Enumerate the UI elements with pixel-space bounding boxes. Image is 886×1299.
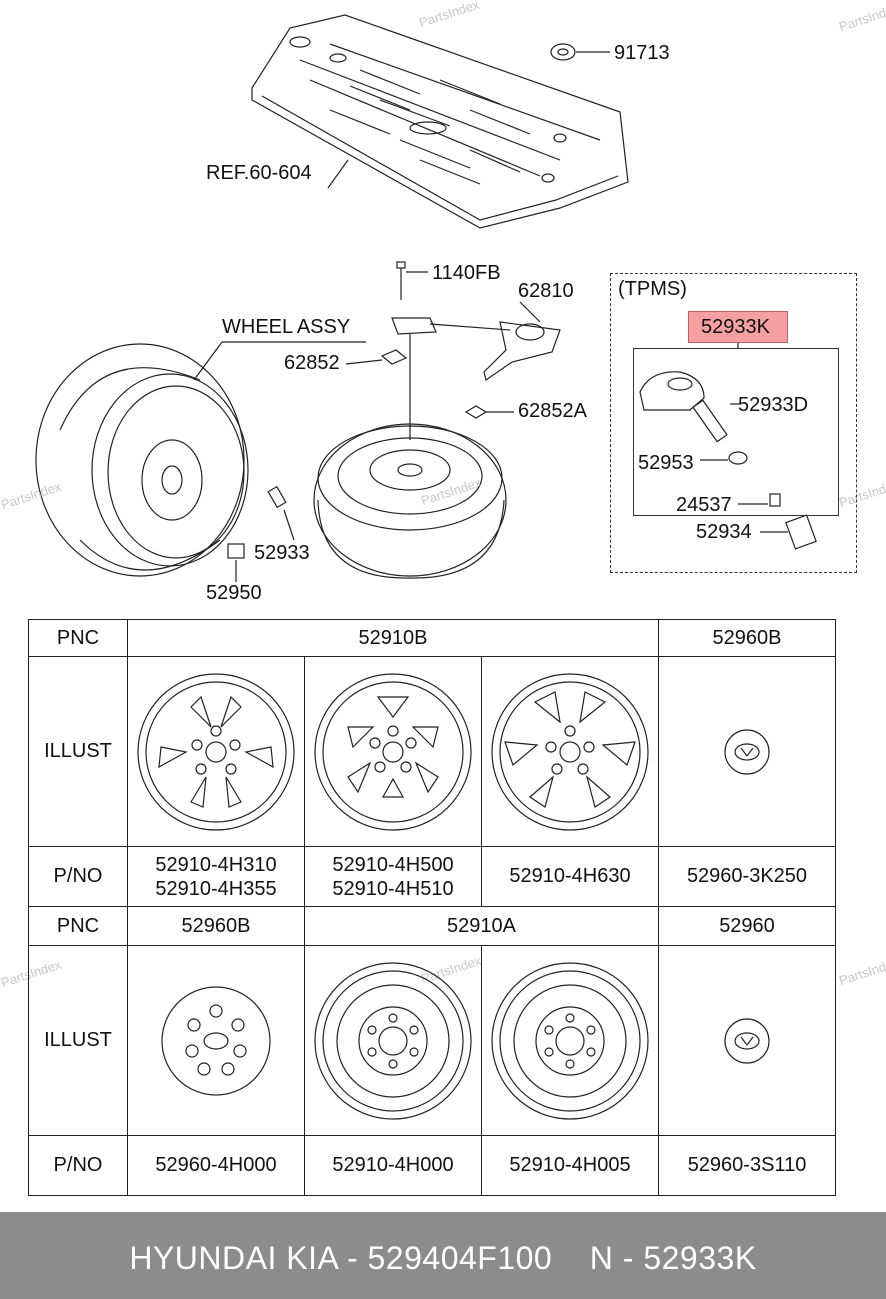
footer-bar — [0, 1212, 886, 1299]
hub-cap-drawing — [161, 985, 271, 1096]
callout-52953: 52953 — [638, 452, 694, 474]
pno-cell-b: 52910-4H500 52910-4H510 — [304, 846, 482, 907]
pnc-52910b: 52910B — [127, 619, 659, 657]
parts-diagram — [35, 14, 817, 582]
under-cover-panel — [251, 14, 629, 229]
pnc-52960b: 52960B — [127, 906, 305, 946]
table-row-pno-1: P/NO 52910-4H310 52910-4H355 52910-4H500… — [28, 846, 836, 907]
pno-header: P/NO — [28, 846, 128, 907]
cap-52934 — [760, 514, 817, 550]
footer-sep: - — [622, 1240, 634, 1276]
callout-62852: 62852 — [284, 352, 340, 374]
footer-pnc: 52933K — [643, 1240, 757, 1276]
callout-ref-60-604: REF.60-604 — [206, 162, 312, 184]
pno-cell-a: 52910-4H310 52910-4H355 — [127, 846, 305, 907]
pno-52910-4h000: 52910-4H000 — [304, 1135, 482, 1196]
footer-text: HYUNDAI KIA - 529404F100 N - 52933K — [0, 1240, 886, 1277]
steel-wheel-1-drawing — [314, 961, 472, 1120]
pno-52910-4h630: 52910-4H630 — [481, 846, 659, 907]
pno-52910-4h355: 52910-4H355 — [155, 877, 277, 900]
tpms-group-box — [610, 273, 857, 573]
pno-52910-4h510: 52910-4H510 — [332, 877, 454, 900]
valve-52933 — [267, 485, 295, 541]
table-row-pnc-1: PNC 52910B 52960B — [28, 619, 836, 657]
illust-steel-wheel-1 — [304, 945, 482, 1136]
alloy-wheel-2-drawing — [314, 672, 472, 831]
illust-header: ILLUST — [28, 945, 128, 1136]
highlighted-part-52933k[interactable] — [688, 311, 788, 343]
watermark: PartsIndex — [837, 954, 886, 989]
callout-91713: 91713 — [614, 42, 670, 64]
footer-part-number: 529404F100 — [367, 1240, 553, 1276]
pno-52910-4h310: 52910-4H310 — [155, 853, 277, 876]
footer-brand: HYUNDAI KIA — [129, 1240, 338, 1276]
alloy-wheel-1-drawing — [137, 672, 295, 831]
pno-52960-3s110: 52960-3S110 — [658, 1135, 836, 1196]
pnc-header: PNC — [28, 619, 128, 657]
callout-1140fb: 1140FB — [432, 262, 501, 284]
callout-52933k: 52933K — [701, 316, 770, 338]
pnc-header: PNC — [28, 906, 128, 946]
tpms-inner-box — [633, 348, 839, 516]
pno-52910-4h500: 52910-4H500 — [332, 853, 454, 876]
steel-wheel-2-drawing — [491, 961, 649, 1120]
pnc-52960: 52960 — [658, 906, 836, 946]
callout-24537: 24537 — [676, 494, 732, 516]
footer-sep: - — [346, 1240, 359, 1276]
spare-tire-carrier — [391, 301, 561, 440]
nut-52953 — [700, 451, 748, 465]
illust-alloy-wheel-2 — [304, 656, 482, 847]
table-row-pno-2: P/NO 52960-4H000 52910-4H000 52910-4H005… — [28, 1135, 836, 1196]
hyundai-cap-1-drawing — [724, 728, 770, 775]
parts-table: PNC 52910B 52960B ILLUST — [28, 619, 836, 1196]
callout-wheel-assy: WHEEL ASSY — [222, 316, 351, 338]
bolt-1140fb — [396, 261, 428, 300]
callout-52950: 52950 — [206, 582, 262, 604]
callout-62852a: 62852A — [518, 400, 587, 422]
nut-52950 — [227, 543, 245, 582]
pnc-52910a: 52910A — [304, 906, 659, 946]
valve-stem-52933d — [692, 399, 740, 443]
core-24537 — [738, 493, 781, 507]
illust-header: ILLUST — [28, 656, 128, 847]
callout-52933: 52933 — [254, 542, 310, 564]
callout-52934: 52934 — [696, 521, 752, 543]
hyundai-cap-2-drawing — [724, 1017, 770, 1064]
illust-center-cap-1 — [658, 656, 836, 847]
table-row-illust-1: ILLUST — [28, 656, 836, 847]
illust-alloy-wheel-3 — [481, 656, 659, 847]
callout-62810: 62810 — [518, 280, 574, 302]
pno-52910-4h005: 52910-4H005 — [481, 1135, 659, 1196]
alloy-wheel-3-drawing — [491, 672, 649, 831]
callout-52933d: 52933D — [738, 394, 809, 416]
illust-hub-cap — [127, 945, 305, 1136]
wheel-assy-left — [35, 343, 249, 577]
illust-alloy-wheel-1 — [127, 656, 305, 847]
illust-center-cap-2 — [658, 945, 836, 1136]
tpms-title: (TPMS) — [618, 278, 687, 300]
illust-steel-wheel-2 — [481, 945, 659, 1136]
spare-wheel — [313, 423, 507, 579]
tpms-sensor — [639, 371, 705, 411]
pnc-52960b: 52960B — [658, 619, 836, 657]
washer-91713 — [550, 43, 610, 61]
pno-header: P/NO — [28, 1135, 128, 1196]
table-row-illust-2: ILLUST — [28, 945, 836, 1136]
footer-n: N — [589, 1240, 614, 1276]
table-row-pnc-2: PNC 52960B 52910A 52960 — [28, 906, 836, 946]
pno-52960-4h000: 52960-4H000 — [127, 1135, 305, 1196]
pno-52960-3k250: 52960-3K250 — [658, 846, 836, 907]
